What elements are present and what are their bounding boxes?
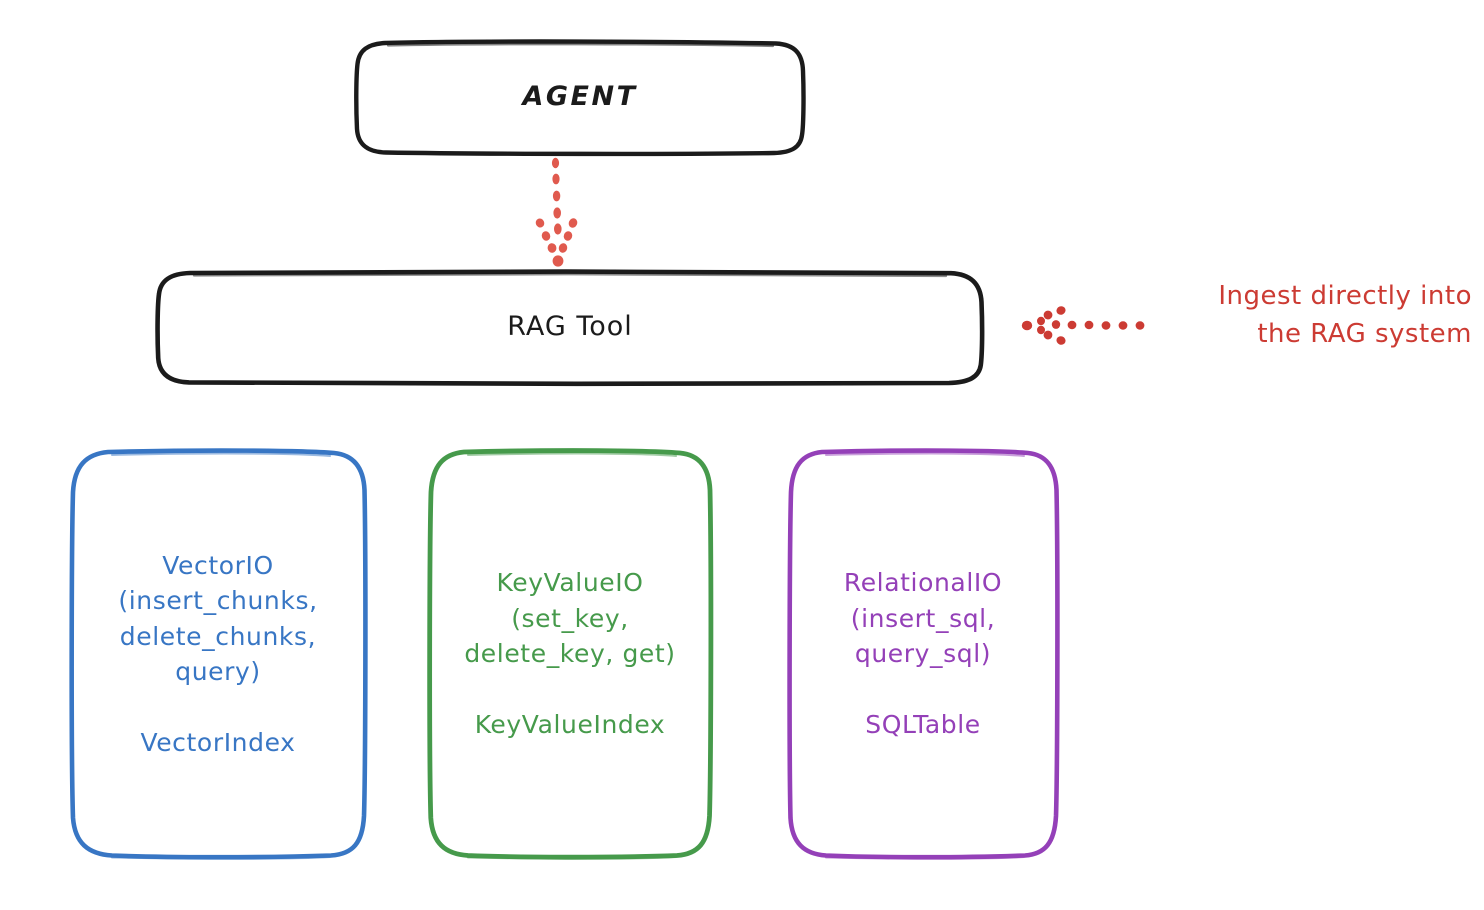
connector-ingest-to-rag-tool (1021, 306, 1145, 345)
rag-tool-label: RAG Tool (507, 310, 633, 342)
node-rag-tool[interactable]: RAG Tool (155, 269, 985, 387)
node-agent[interactable]: AGENT (354, 39, 806, 157)
relational-io-label: RelationalIO (insert_sql, query_sql) SQL… (843, 568, 1003, 740)
node-key-value-io[interactable]: KeyValueIO (set_key, delete_key, get) Ke… (426, 448, 714, 860)
agent-label: AGENT (522, 81, 638, 113)
vector-io-label: VectorIO (insert_chunks, delete_chunks, … (118, 550, 318, 758)
connector-agent-to-rag-tool (535, 157, 578, 267)
key-value-io-label: KeyValueIO (set_key, delete_key, get) Ke… (464, 568, 676, 740)
node-vector-io[interactable]: VectorIO (insert_chunks, delete_chunks, … (68, 448, 368, 860)
annotation-ingest: Ingest directly into the RAG system (1218, 281, 1472, 349)
node-relational-io[interactable]: RelationalIO (insert_sql, query_sql) SQL… (786, 448, 1060, 860)
